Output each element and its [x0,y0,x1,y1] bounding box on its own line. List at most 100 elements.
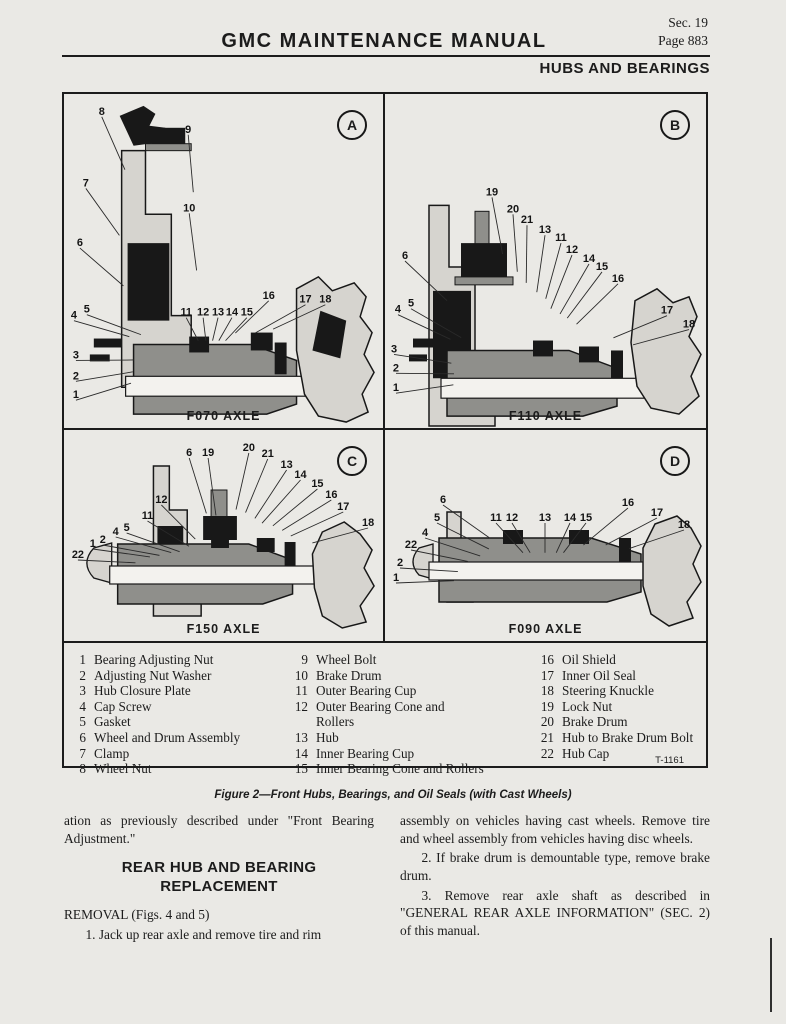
right-column: assembly on vehicles having cast wheels.… [400,812,710,945]
leader-line [410,549,468,562]
leader-line [442,504,491,539]
leader-line [212,317,219,341]
callout-6: 6 [440,494,446,506]
callout-3: 3 [73,349,79,361]
legend-item-text: Steering Knuckle [562,683,654,699]
leader-line [225,317,248,341]
callout-1: 1 [73,389,79,401]
legend-item-number: 19 [540,698,554,714]
callout-19: 19 [486,186,498,198]
callout-17: 17 [299,294,311,306]
manual-title: GMC MAINTENANCE MANUAL [221,30,547,52]
panel-letter: A [346,117,358,133]
section-title: HUBS AND BEARINGS [539,60,710,77]
legend-item-7: 7 Clamp [70,746,292,762]
figure-caption: Figure 2—Front Hubs, Bearings, and Oil S… [214,789,572,801]
panel-letter-badge: D [660,446,690,476]
callout-13: 13 [539,512,551,524]
leader-line [235,300,270,334]
legend-item-text: Wheel and Drum Assembly [94,729,241,745]
callout-19: 19 [202,447,214,459]
panel-letter: D [669,453,681,469]
paragraph-group: REMOVAL (Figs. 4 and 5)1. Jack up rear a… [64,906,374,943]
leader-line [281,499,332,531]
callout-16: 16 [612,273,624,285]
callout-11: 11 [180,307,192,319]
legend-item-text: Lock Nut [562,698,613,714]
callout-13: 13 [539,224,551,236]
leader-line [255,304,306,334]
leader-line [290,511,344,537]
legend-item-18: 18 Steering Knuckle [538,683,706,699]
leader-line [147,520,190,547]
paragraph-group: ation as previously described under "Fro… [64,812,374,847]
callout-15: 15 [596,261,608,273]
leader-line [312,527,369,544]
leader-line [101,116,126,170]
leader-line [75,371,133,382]
callout-2: 2 [397,557,403,569]
leader-line [397,314,451,340]
leader-line [512,214,518,272]
legend-item-number: 20 [540,714,554,730]
leader-line [92,548,150,558]
leader-line [126,532,180,553]
legend-item-text: Clamp [94,745,130,761]
callout-2: 2 [100,534,106,546]
callout-1: 1 [393,382,399,394]
legend-item-text: Gasket [94,714,131,730]
callout-4: 4 [422,527,429,539]
callout-2: 2 [73,370,79,382]
callout-21: 21 [262,448,274,460]
legend-item-number: 18 [540,683,554,699]
legend-item-text: Bearing Adjusting Nut [94,652,214,667]
legend-item-text: Inner Bearing Cone and Rollers [316,761,484,777]
leader-line [188,457,207,514]
panel-letter-badge: A [337,110,367,140]
callout-12: 12 [197,307,209,319]
paragraph: assembly on vehicles having cast wheels.… [400,813,710,846]
callout-16: 16 [325,489,337,501]
leader-line [187,134,194,193]
leader-line [395,384,454,394]
callout-4: 4 [71,310,78,322]
leader-line [218,317,233,341]
legend-item-continuation: Rollers [316,714,355,730]
leader-line [550,254,573,309]
legend-item-number: 7 [79,745,86,761]
axle-label: F110 AXLE [508,409,583,423]
leader-line [399,567,458,573]
legend-item-number: 12 [294,698,308,714]
paragraph: ation as previously described under "Fro… [64,813,374,846]
leader-line [393,353,452,364]
callout-11: 11 [555,232,567,244]
leader-line [563,522,587,553]
leader-line [185,317,199,341]
leader-line [207,457,217,516]
callout-5: 5 [408,298,414,310]
callout-10: 10 [183,202,195,214]
legend-item-number: 21 [540,729,554,745]
header-references: Sec. 19 Page 883 [658,14,708,50]
leader-line [491,197,504,255]
legend-item-text: Adjusting Nut Washer [94,667,212,683]
callout-6: 6 [77,237,83,249]
